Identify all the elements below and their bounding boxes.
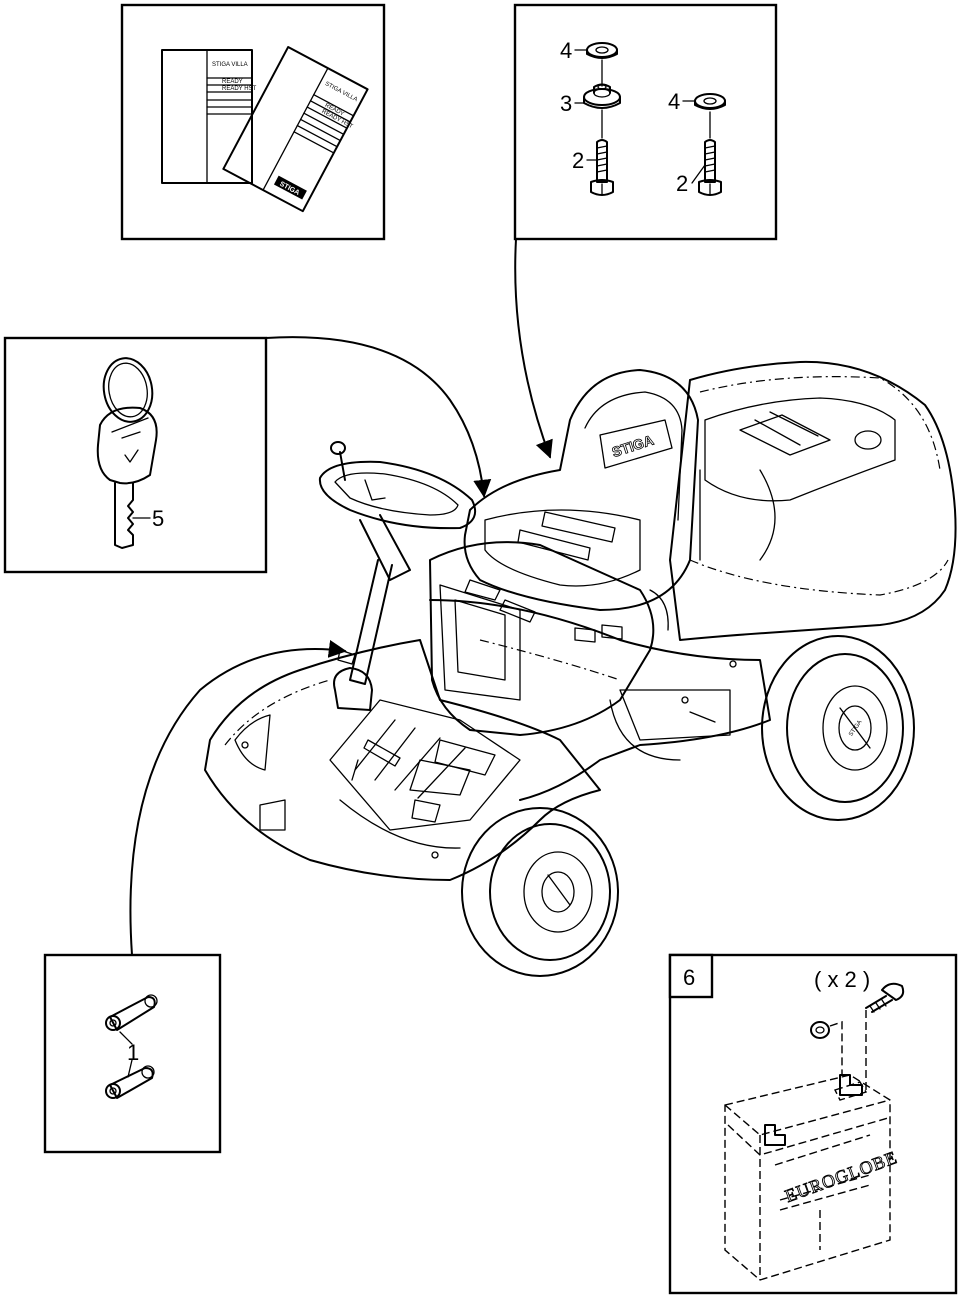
callout-pins: 1 <box>127 1040 139 1065</box>
engine-hood <box>669 360 957 641</box>
seat: STIGA <box>463 369 699 611</box>
arrow-pins-to-column <box>129 640 347 956</box>
operator-booklet: STIGA VILLA READY READY HST <box>161 49 257 184</box>
box-hardware: 4 3 2 4 2 <box>513 3 778 241</box>
callout-spacer: 3 <box>560 91 572 116</box>
bolt-left-part <box>590 139 614 196</box>
booklet-title: STIGA VILLA <box>212 62 248 68</box>
pin-lower-part <box>105 1065 155 1099</box>
quantity-label: ( x 2 ) <box>814 967 870 992</box>
callout-key: 5 <box>152 506 164 531</box>
arrow-hardware-to-seat <box>514 238 553 459</box>
footboard <box>204 639 601 881</box>
seat-logo-text: STIGA <box>610 432 656 460</box>
body-housing <box>429 541 669 736</box>
rear-wheel: STIGA <box>761 635 915 821</box>
front-wheel <box>461 807 619 977</box>
callout-washer-right: 4 <box>668 89 680 114</box>
box-pins: 1 <box>43 953 222 1154</box>
booklet-line-2: READY HST <box>222 86 257 92</box>
bolt-right-part <box>698 139 722 196</box>
callout-bolt-right: 2 <box>676 171 688 196</box>
box-ignition-key: 5 <box>3 336 268 574</box>
box-manuals: STIGA VILLA READY READY HST STIGA VILLA … <box>120 3 386 241</box>
callout-bolt-left: 2 <box>572 148 584 173</box>
terminal-nut-part <box>810 1021 830 1039</box>
callout-washer-left: 4 <box>560 38 572 63</box>
booklet-line-1: READY <box>222 79 243 85</box>
pin-upper-part <box>105 994 158 1031</box>
terminal-bolt-part <box>865 982 905 1013</box>
assembly-arrows <box>129 238 553 956</box>
arrow-key-to-ignition <box>265 336 492 498</box>
steering-assembly <box>318 441 476 781</box>
key-ring-part <box>102 357 154 423</box>
riding-mower-illustration: STIGA <box>204 360 957 977</box>
box-battery-kit: 6 ( x 2 ) EUROGLOBE <box>668 953 958 1295</box>
ignition-key-part <box>96 406 158 549</box>
chassis <box>429 599 771 801</box>
callout-battery-kit: 6 <box>683 965 695 990</box>
